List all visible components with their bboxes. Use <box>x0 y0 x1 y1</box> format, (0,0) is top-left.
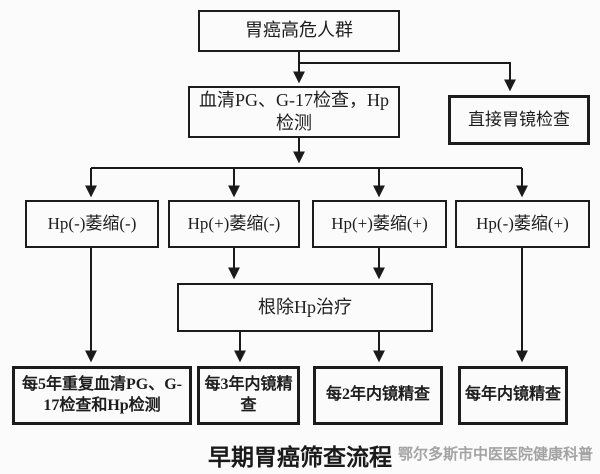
node-serum-pg-g17-hp-test: 血清PG、G-17检查，Hp检测 <box>188 86 400 138</box>
node-hp-neg-atrophy-neg: Hp(-)萎缩(-) <box>25 200 159 248</box>
node-repeat-5yr-serum-test: 每5年重复血清PG、G-17检查和Hp检测 <box>12 366 192 425</box>
node-hp-pos-atrophy-pos: Hp(+)萎缩(+) <box>312 200 447 248</box>
node-endoscopy-every-3yr: 每3年内镜精查 <box>197 366 300 425</box>
node-hp-eradication-therapy: 根除Hp治疗 <box>177 283 433 332</box>
diagram-title: 早期胃癌筛查流程 <box>208 444 392 470</box>
watermark-text: 鄂尔多斯市中医医院健康科普 <box>398 446 594 463</box>
node-hp-neg-atrophy-pos: Hp(-)萎缩(+) <box>455 200 590 248</box>
node-high-risk-group: 胃癌高危人群 <box>198 10 400 52</box>
node-endoscopy-every-2yr: 每2年内镜精查 <box>313 366 443 425</box>
edge-highrisk-to-direct <box>299 62 516 92</box>
node-hp-pos-atrophy-neg: Hp(+)萎缩(-) <box>168 200 300 248</box>
node-endoscopy-every-1yr: 每年内镜精查 <box>458 366 568 425</box>
node-direct-gastroscopy: 直接胃镜检查 <box>448 95 590 145</box>
